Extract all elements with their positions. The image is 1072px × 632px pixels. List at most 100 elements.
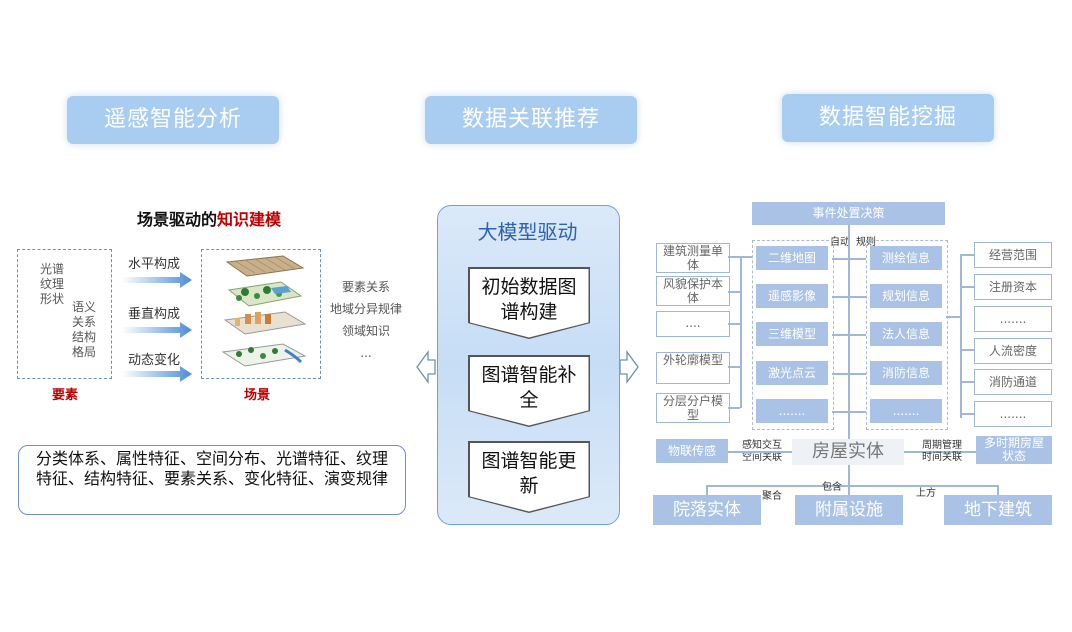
element-words-a: 光谱 纹理 形状: [40, 262, 64, 307]
right-hollow-arrow-icon: [619, 350, 639, 384]
connector: [960, 413, 974, 415]
step-text: 初始数据图谱构建: [481, 275, 577, 323]
word: ...: [360, 346, 372, 360]
connector: [960, 254, 962, 418]
outer-left-box: 风貌保护本体: [656, 276, 730, 306]
relation-contain: 包含: [822, 482, 842, 493]
left-hollow-arrow-icon: [416, 350, 436, 384]
inner-left-box: 二维地图: [756, 246, 828, 270]
connector: [728, 407, 740, 409]
house-entity-box: 房屋实体: [792, 439, 904, 465]
outer-right-box: .......: [974, 401, 1052, 427]
outer-left-box: 分层分户模型: [656, 393, 730, 423]
element-words-b: 语义 关系 结构 格局: [72, 300, 96, 360]
center-hline: [832, 411, 866, 413]
word: 结构: [72, 330, 97, 344]
inner-right-box: 测绘信息: [870, 246, 942, 270]
outer-right-box: 人流密度: [974, 338, 1052, 364]
step-text: 图谱智能更新: [481, 449, 577, 497]
outer-left-box: 外轮廓模型: [656, 352, 730, 384]
side-words: 要素关系 地域分异规律 领域知识 ...: [326, 276, 406, 364]
period-notes: 周期管理时间关联: [922, 440, 962, 463]
relation-above: 上方: [916, 488, 936, 499]
word: 纹理: [40, 277, 65, 291]
connector: [706, 485, 998, 487]
arrow-label-dynamic: 动态变化: [128, 353, 181, 368]
connector: [728, 366, 740, 368]
inner-right-box: 规划信息: [870, 284, 942, 308]
feature-summary-box: 分类体系、属性特征、空间分布、光谱特征、纹理特征、结构特征、要素关系、变化特征、…: [18, 445, 406, 515]
inner-left-box: 三维模型: [756, 322, 828, 346]
outer-left-box: 建筑测量单体: [656, 243, 730, 273]
outer-left-box: ....: [656, 311, 730, 337]
right-arrow-icon: [122, 366, 192, 382]
underground-box: 地下建筑: [944, 495, 1052, 525]
outer-right-box: 经营范围: [974, 242, 1052, 268]
header-right: 数据智能挖掘: [782, 94, 994, 142]
connector: [960, 349, 974, 351]
center-hline: [832, 258, 866, 260]
step-box-2: 图谱智能补全: [468, 355, 590, 427]
connector: [946, 316, 960, 318]
model-panel-title: 大模型驱动: [477, 220, 578, 244]
word: 语义: [72, 300, 97, 314]
connector: [960, 254, 974, 256]
connector: [706, 485, 708, 495]
knowledge-modeling-title: 场景驱动的知识建模: [137, 206, 281, 230]
inner-left-box: .......: [756, 399, 828, 423]
elements-box: [17, 249, 112, 379]
facility-box: 附属设施: [795, 495, 903, 525]
connector: [728, 323, 740, 325]
connector: [728, 451, 792, 453]
label-scene: 场景: [244, 388, 271, 403]
outer-right-box: 注册资本: [974, 274, 1052, 300]
outer-right-box: .......: [974, 306, 1052, 332]
word: 格局: [72, 345, 97, 359]
right-arrow-icon: [122, 272, 192, 288]
title-highlight: 知识建模: [217, 210, 282, 229]
period-box: 多时期房屋状态: [976, 436, 1052, 464]
inner-right-box: 消防信息: [870, 361, 942, 385]
connector: [728, 291, 740, 293]
center-hline: [832, 296, 866, 298]
decision-bar: 事件处置决策: [752, 202, 945, 225]
step-box-1: 初始数据图谱构建: [468, 267, 590, 339]
word: 要素关系: [341, 280, 390, 294]
connector: [904, 451, 976, 453]
center-line: [848, 225, 850, 440]
inner-right-column: [866, 240, 948, 430]
connector: [997, 485, 999, 495]
feature-summary-text: 分类体系、属性特征、空间分布、光谱特征、纹理特征、结构特征、要素关系、变化特征、…: [35, 449, 388, 488]
word: 领域知识: [341, 324, 390, 338]
word: 形状: [40, 292, 65, 306]
title-prefix: 场景驱动的: [137, 210, 218, 229]
connector: [960, 286, 974, 288]
step-text: 图谱智能补全: [481, 363, 577, 411]
step-box-3: 图谱智能更新: [468, 441, 590, 513]
outer-right-box: 消防通道: [974, 369, 1052, 395]
word: 光谱: [40, 262, 65, 276]
iot-notes: 感知交互空间关联: [742, 440, 782, 463]
label-elements: 要素: [52, 388, 79, 403]
note-auto: 自动: [830, 237, 850, 248]
relation-aggregate: 聚合: [762, 491, 782, 502]
word: 关系: [72, 315, 97, 329]
iot-box: 物联传感: [656, 439, 728, 463]
center-hline: [832, 373, 866, 375]
scene-layers-illustration: [221, 255, 307, 367]
arrow-label-vertical: 垂直构成: [128, 307, 181, 322]
header-middle: 数据关联推荐: [425, 96, 637, 144]
connector: [848, 465, 850, 495]
center-hline: [832, 334, 866, 336]
arrow-label-horizontal: 水平构成: [128, 257, 181, 272]
connector: [960, 381, 974, 383]
right-arrow-icon: [122, 322, 192, 338]
inner-left-box: 遥感影像: [756, 284, 828, 308]
inner-right-box: .......: [870, 399, 942, 423]
inner-left-box: 激光点云: [756, 361, 828, 385]
courtyard-box: 院落实体: [653, 495, 761, 525]
header-left: 遥感智能分析: [67, 96, 279, 144]
connector: [728, 256, 752, 258]
connector: [740, 256, 742, 408]
inner-right-box: 法人信息: [870, 322, 942, 346]
